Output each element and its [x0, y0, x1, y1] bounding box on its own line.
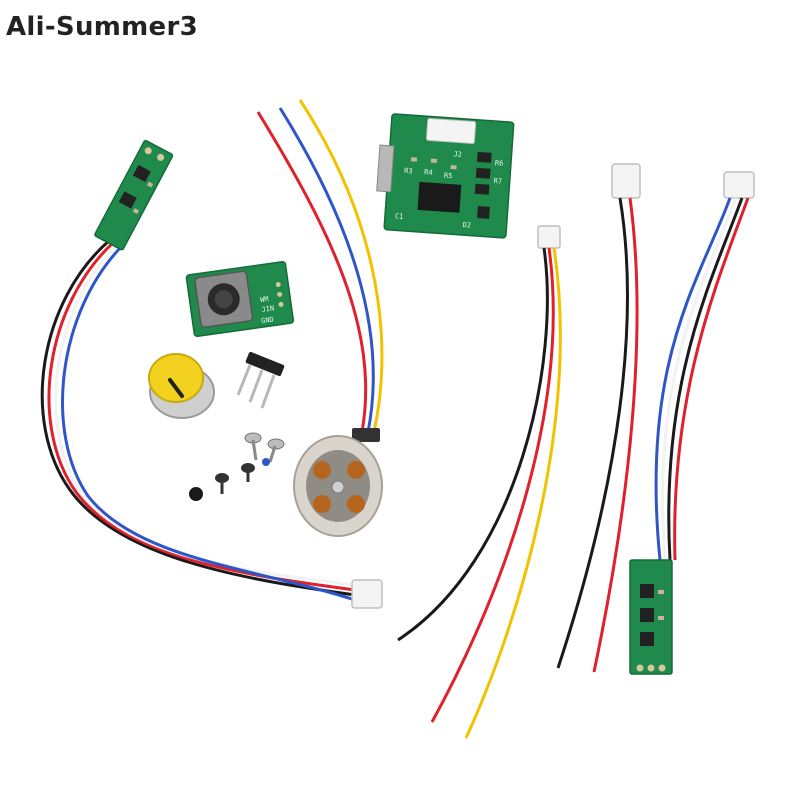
pot-board-label-jin: JIN: [261, 304, 275, 314]
pin-header: [236, 351, 285, 409]
two-wire-cable: [556, 163, 641, 673]
driver-board: J2 R3 R4 R5 R6 R7 C1 D2: [376, 113, 515, 239]
potentiometer-board: WM JIN GND: [185, 260, 295, 338]
left-small-board: [94, 139, 174, 251]
driver-board-label-r7: R7: [493, 177, 502, 186]
driver-board-label-r5: R5: [444, 172, 453, 181]
brushless-motor: [256, 99, 384, 537]
driver-board-label-r4: R4: [424, 168, 433, 177]
pot-board-label-wm: WM: [260, 295, 269, 304]
middle-three-wire-cable: [397, 225, 562, 739]
screws: [189, 432, 285, 501]
driver-board-label-r3: R3: [404, 167, 413, 176]
left-sensor-cable: [40, 139, 383, 609]
driver-board-label-d2: D2: [462, 221, 471, 230]
right-small-board: [629, 559, 673, 675]
yellow-knob: [148, 353, 215, 419]
watermark-text: Ali-Summer3: [6, 12, 199, 42]
driver-board-label-j2: J2: [453, 150, 462, 159]
right-sensor-cable: [629, 171, 755, 675]
pot-board-label-gnd: GND: [261, 316, 275, 326]
left-cable-connector: [351, 579, 383, 609]
driver-board-label-r6: R6: [495, 159, 504, 168]
driver-board-label-c1: C1: [395, 212, 404, 221]
